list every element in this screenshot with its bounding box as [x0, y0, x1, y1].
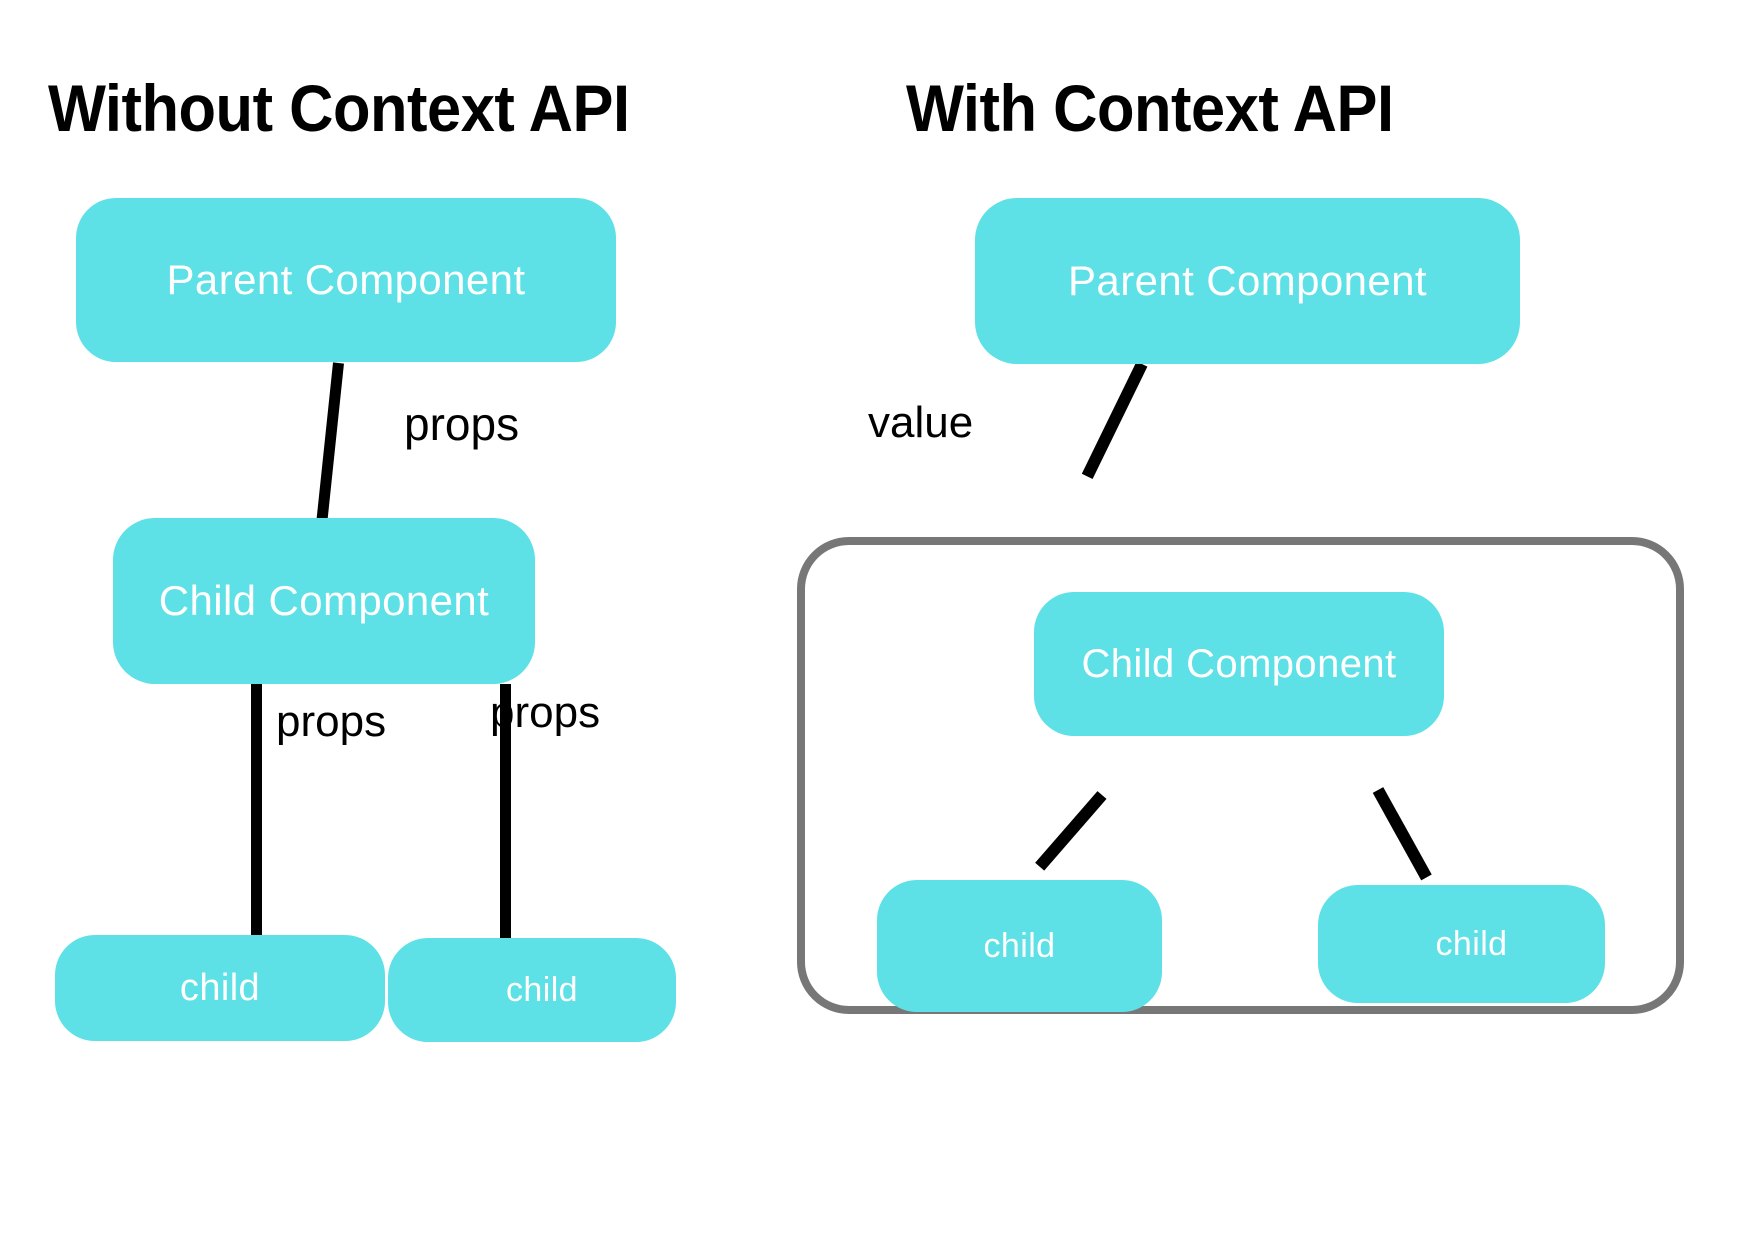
node-parent-component[interactable]: Parent Component	[76, 198, 616, 362]
connector-parent-to-child	[1081, 361, 1148, 479]
node-label-parent-component: Parent Component	[166, 256, 526, 303]
node-label-child-leaf-1: child	[983, 926, 1056, 965]
node-label-child-leaf-1: child	[179, 966, 261, 1009]
node-child-leaf-1[interactable]: child	[877, 880, 1162, 1012]
node-child-leaf-1[interactable]: child	[55, 935, 385, 1041]
edge-label-value-parent-child: value	[868, 398, 974, 447]
node-label-parent-component: Parent Component	[1068, 257, 1427, 304]
node-child-leaf-2[interactable]: child	[1318, 885, 1605, 1003]
node-label-child-leaf-2: child	[506, 970, 578, 1009]
node-child-component[interactable]: Child Component	[113, 518, 535, 684]
connector-child-to-leaf-1	[251, 684, 262, 942]
node-label-child-component: Child Component	[1081, 641, 1397, 686]
node-child-component[interactable]: Child Component	[1034, 592, 1444, 736]
connector-child-to-leaf-2	[500, 684, 511, 942]
edge-label-props-child-leaf-2: props	[490, 688, 601, 737]
edge-label-props-parent-child: props	[404, 398, 520, 450]
panel-title-without-context-api: Without Context API	[48, 71, 630, 145]
panel-without-context-api: Without Context API props props props Pa…	[0, 0, 860, 1240]
panel-with-context-api: With Context API value Parent Component …	[797, 0, 1748, 1240]
node-child-leaf-2[interactable]: child	[388, 938, 676, 1042]
context-provider-container	[797, 537, 1684, 1014]
node-label-child-leaf-2: child	[1435, 924, 1508, 963]
edge-label-props-child-leaf-1: props	[276, 697, 387, 746]
node-label-child-component: Child Component	[158, 577, 490, 624]
node-parent-component[interactable]: Parent Component	[975, 198, 1520, 364]
connector-parent-to-child	[316, 362, 344, 523]
panel-title-with-context-api: With Context API	[906, 71, 1394, 145]
